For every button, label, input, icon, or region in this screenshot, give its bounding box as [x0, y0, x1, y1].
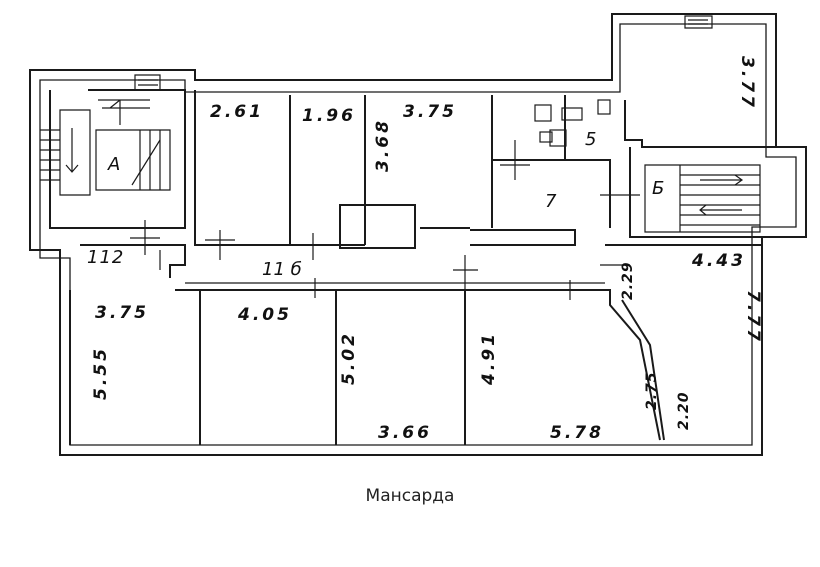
dim-3-75-left: 3.75 — [95, 303, 149, 323]
dim-1-96: 1.96 — [302, 106, 356, 126]
dim-2-20: 2.20 — [676, 391, 692, 430]
dim-4-05: 4.05 — [237, 305, 292, 325]
dim-3-75-top: 3.75 — [403, 102, 457, 122]
stair-left — [40, 74, 171, 196]
dim-3-68: 3.68 — [373, 118, 393, 172]
dim-2-29: 2.29 — [620, 261, 636, 300]
dim-5-02: 5.02 — [339, 331, 359, 385]
room-number-5: 5 — [585, 129, 596, 150]
stair-right — [644, 15, 761, 233]
room-number-11b: 11 б — [262, 259, 302, 280]
sanitary-fixtures — [534, 99, 611, 147]
dim-2-61: 2.61 — [210, 102, 264, 122]
dim-5-78: 5.78 — [550, 423, 604, 443]
dim-5-55: 5.55 — [91, 346, 111, 400]
stair-labels: А Б — [107, 154, 664, 199]
stair-label-a: А — [107, 154, 120, 175]
dim-4-43: 4.43 — [691, 251, 746, 271]
dim-7-77: 7.77 — [743, 290, 763, 344]
door-ticks — [130, 140, 640, 300]
dimension-labels: 2.61 1.96 3.75 3.77 3.68 3.75 4.05 5.55 … — [91, 56, 763, 443]
stair-label-b: Б — [652, 178, 664, 199]
room-numbers: 112 11 б 5 7 — [87, 129, 596, 280]
dim-2-75: 2.75 — [644, 371, 660, 410]
room-number-7: 7 — [545, 191, 557, 212]
dim-4-91: 4.91 — [479, 331, 499, 386]
floor-plan: 2.61 1.96 3.75 3.77 3.68 3.75 4.05 5.55 … — [29, 13, 807, 456]
dim-3-77: 3.77 — [737, 56, 757, 110]
dim-3-66: 3.66 — [378, 423, 432, 443]
floor-plan-drawing: 2.61 1.96 3.75 3.77 3.68 3.75 4.05 5.55 … — [29, 13, 807, 456]
room-number-112: 112 — [87, 247, 124, 268]
plan-caption: Мансарда — [365, 486, 455, 506]
